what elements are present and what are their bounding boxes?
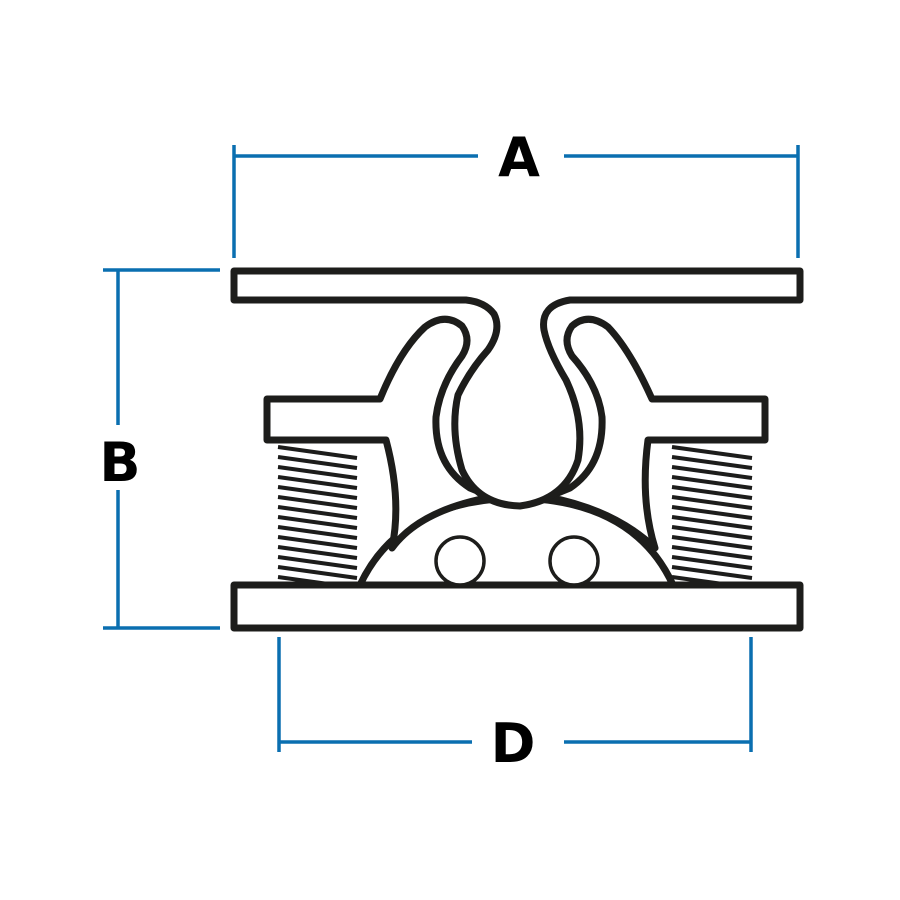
hatch-line [277, 545, 358, 560]
hatch-line [671, 445, 753, 460]
hatch-line [671, 505, 753, 520]
dimension-label-a: A [498, 126, 540, 189]
dimension-label-b: B [99, 431, 140, 494]
left-hatching [277, 445, 358, 590]
dimension-a: A [232, 126, 800, 258]
hatch-line [277, 515, 358, 530]
hatch-line [277, 445, 358, 460]
mount-hole-right [548, 535, 600, 587]
hatch-line [671, 555, 753, 570]
hatch-line [277, 475, 358, 490]
hatch-line [671, 545, 753, 560]
hatch-line [277, 535, 358, 550]
hatch-line [277, 485, 358, 500]
mount-hole-left [434, 535, 486, 587]
hatch-line [671, 535, 753, 550]
hatch-line [277, 555, 358, 570]
hatch-line [671, 565, 753, 580]
base-plate [230, 581, 804, 632]
right-jaw-arm [544, 315, 769, 552]
hatch-line [277, 505, 358, 520]
dimension-b: B [99, 268, 220, 630]
hatch-line [277, 525, 358, 540]
hatch-line [671, 455, 753, 470]
hatch-line [671, 465, 753, 480]
hatch-line [671, 485, 753, 500]
dimension-d: D [277, 637, 753, 775]
hatch-line [671, 495, 753, 510]
hatch-line [277, 565, 358, 580]
hatch-line [671, 515, 753, 530]
left-jaw-arm [263, 315, 496, 552]
hatch-line [671, 525, 753, 540]
right-hatching [671, 445, 753, 590]
hatch-line [277, 455, 358, 470]
top-horn [230, 267, 804, 510]
hatch-line [277, 495, 358, 510]
dimension-label-d: D [491, 712, 536, 775]
hatch-line [671, 475, 753, 490]
hatch-line [277, 465, 358, 480]
